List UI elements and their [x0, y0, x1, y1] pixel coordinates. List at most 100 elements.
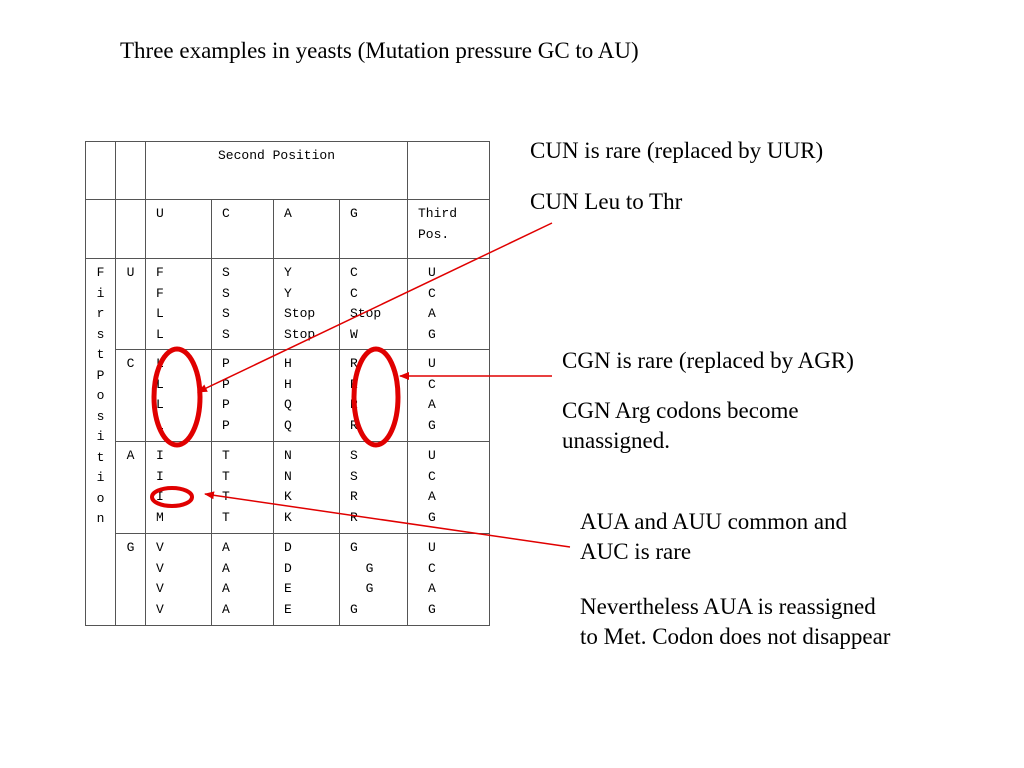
third-base: C: [428, 560, 436, 576]
note-aua-common-line2: AUC is rare: [580, 539, 692, 564]
first-position-letter: o: [96, 388, 105, 403]
amino-acid: S: [222, 285, 230, 301]
blank-cell-2: [115, 199, 146, 259]
note-aua-common-line1: AUA and AUU common and: [580, 509, 848, 534]
amino-acid: N: [284, 448, 292, 463]
amino-acid: T: [222, 468, 230, 484]
note-cun-leu-thr: CUN Leu to Thr: [530, 189, 683, 214]
amino-acid: K: [284, 489, 292, 504]
column-head-u: U: [145, 199, 212, 259]
amino-acid: H: [284, 356, 292, 371]
amino-acid: A: [222, 540, 230, 555]
amino-acid: F: [156, 285, 164, 301]
third-base: U: [428, 356, 436, 371]
third-pos-header: Third Pos.: [407, 199, 490, 259]
amino-acid: P: [222, 376, 230, 392]
amino-acid: T: [222, 448, 230, 463]
amino-acid: D: [284, 560, 292, 576]
amino-acid: S: [222, 306, 230, 321]
corner-cell-2: [115, 141, 146, 200]
column-head-g: G: [339, 199, 408, 259]
amino-acid: L: [156, 326, 164, 342]
third-base: G: [428, 417, 436, 433]
amino-acid: L: [156, 306, 164, 321]
first-position-letter: s: [96, 326, 105, 342]
amino-acid: G: [350, 540, 358, 555]
first-position-letter: F: [96, 265, 105, 280]
first-position-letter: r: [96, 306, 105, 321]
amino-acid: G: [350, 601, 358, 617]
first-position-letter: o: [96, 490, 105, 506]
third-base: G: [428, 509, 436, 525]
third-base: G: [428, 326, 436, 342]
amino-acid: V: [156, 581, 164, 596]
first-position-letter: i: [96, 285, 105, 301]
third-base: C: [428, 285, 436, 301]
third-base: U: [428, 448, 436, 463]
third-base: U: [428, 540, 436, 555]
first-position-letter: s: [96, 408, 105, 424]
amino-acid: E: [284, 601, 292, 617]
amino-acid: Q: [284, 397, 292, 412]
first-position-letter: n: [96, 511, 105, 526]
first-base-u: U: [115, 258, 146, 350]
amino-acid: P: [222, 356, 230, 371]
amino-acid: A: [222, 581, 230, 596]
amino-acid: L: [156, 356, 164, 371]
third-base: C: [428, 376, 436, 392]
note-cgn-unassigned-line2: unassigned.: [562, 428, 670, 453]
note-cun-rare: CUN is rare (replaced by UUR): [530, 138, 824, 163]
slide-title: Three examples in yeasts (Mutation press…: [120, 38, 639, 63]
corner-cell-3: [407, 141, 490, 200]
note-cgn-unassigned-line1: CGN Arg codons become: [562, 398, 799, 423]
column-head-c: C: [211, 199, 274, 259]
third-base: U: [428, 265, 436, 280]
amino-acid: E: [284, 581, 292, 596]
amino-acid: R: [350, 509, 358, 525]
amino-acid: K: [284, 509, 292, 525]
corner-cell-1: [85, 141, 116, 200]
amino-acid: C: [350, 285, 358, 301]
amino-acid: G: [350, 581, 374, 596]
amino-acid: T: [222, 489, 230, 504]
amino-acid: Y: [284, 265, 292, 280]
first-position-letter: t: [96, 449, 105, 465]
amino-acid: Q: [284, 417, 292, 433]
first-base-g: G: [115, 533, 146, 626]
blank-cell-1: [85, 199, 116, 259]
amino-acid: S: [222, 326, 230, 342]
first-position-letter: t: [96, 347, 105, 362]
amino-acid: Stop: [350, 306, 382, 321]
amino-acid: P: [222, 417, 230, 433]
third-base: G: [428, 601, 436, 617]
amino-acid: S: [222, 265, 230, 280]
note-aua-reassigned-line2: to Met. Codon does not disappear: [580, 624, 891, 649]
amino-acid: R: [350, 417, 358, 433]
second-position-header: Second Position: [145, 141, 408, 200]
amino-acid: R: [350, 356, 358, 371]
amino-acid: R: [350, 376, 358, 392]
first-base-c: C: [115, 349, 146, 442]
amino-acid: M: [156, 509, 164, 525]
first-position-letter: i: [96, 429, 105, 444]
amino-acid: S: [350, 448, 358, 463]
third-base: A: [428, 306, 436, 321]
amino-acid: P: [222, 397, 230, 412]
amino-acid: L: [156, 376, 164, 392]
third-base: A: [428, 397, 436, 412]
amino-acid: T: [222, 509, 230, 525]
first-base-a: A: [115, 441, 146, 534]
amino-acid: R: [350, 397, 358, 412]
